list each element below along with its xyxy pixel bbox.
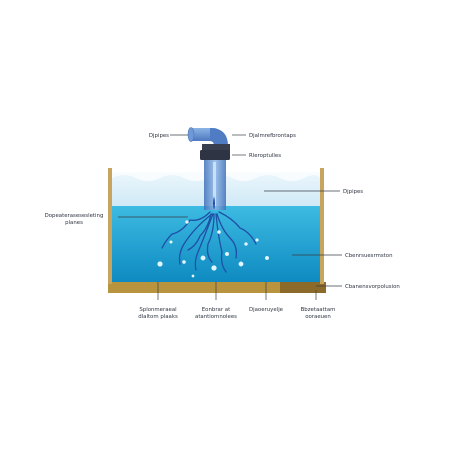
pipe-coupling: [202, 144, 230, 151]
label-air-zone: Djpipes: [343, 189, 363, 195]
tank-base-shadow: [280, 282, 326, 293]
label-bottom-3: Djaoeruyelje: [249, 307, 284, 313]
pipe-left-cap: [187, 127, 195, 142]
label-bottom-1-line2: dlaltom plaaks: [138, 314, 178, 320]
nozzle-collar: [200, 150, 230, 160]
root-1: [161, 211, 211, 249]
root-5: [218, 211, 257, 245]
pipe-elbow: [210, 128, 228, 146]
bubble: [169, 240, 173, 244]
label-nozzle: Rleroptulles: [249, 153, 281, 159]
label-bottom-2-line1: Eonbrar at: [202, 307, 230, 313]
root-4: [216, 213, 238, 259]
labels: Djpipes Djalmrefbrontaps Rleroptulles Dj…: [45, 133, 400, 320]
bubble: [238, 261, 244, 267]
air-surface-wave: [112, 172, 320, 181]
tank-left-wall: [108, 168, 112, 284]
bubble: [224, 251, 229, 256]
tank-right-wall: [320, 168, 324, 284]
label-bottom-1-line1: Splonmeraeal: [139, 307, 176, 313]
tube-drip: [213, 196, 215, 210]
label-water-zone: Cbenrsuesrmston: [345, 253, 393, 259]
label-bottom-4-line2: ooraeuen: [305, 314, 331, 320]
bubble: [200, 255, 206, 261]
label-pipe-right: Djalmrefbrontaps: [249, 133, 296, 139]
label-pipe-left: Djpipes: [149, 133, 169, 139]
root-8: [194, 213, 214, 271]
label-bottom-2-line2: atantiomnolees: [195, 314, 237, 320]
bubble: [217, 230, 221, 234]
label-bottom-4-line1: Bbzetaattam: [301, 307, 336, 313]
root-2: [187, 213, 212, 251]
bubble: [211, 265, 217, 271]
bubble: [185, 220, 189, 224]
bubbles: [157, 220, 270, 278]
bubble: [191, 274, 195, 278]
label-tank-base: Cbanensvorpolusion: [345, 284, 400, 290]
bubble: [182, 260, 186, 264]
bubble: [244, 242, 248, 246]
root-7: [178, 213, 213, 265]
tube-highlight: [213, 162, 216, 206]
leader-lines: [118, 134, 342, 300]
bubble: [255, 238, 259, 242]
bubble: [265, 256, 270, 261]
label-side-line1: Dopeaterasesesleting: [45, 213, 104, 219]
tank-base: [108, 282, 326, 293]
roots: [161, 211, 257, 273]
root-6: [215, 213, 227, 273]
label-side-line2: planes: [65, 220, 83, 226]
root-3: [206, 213, 215, 263]
pipe-assembly: [187, 127, 230, 210]
bubble: [157, 261, 163, 267]
